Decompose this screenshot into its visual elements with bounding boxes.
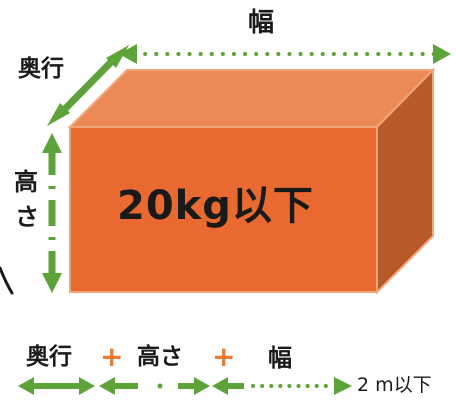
box-front-face [69,126,378,293]
curve-pointer-line [0,266,14,295]
formula-plus-2: + [212,340,236,373]
formula-limit-label: 2 m以下 [357,374,432,396]
height-arrow [42,133,62,293]
depth-arrow [47,45,129,126]
box-top-face [67,69,436,128]
formula-width-label: 幅 [268,344,292,372]
formula-depth-label: 奥行 [26,344,72,370]
height-label-top: 高 [14,168,38,196]
formula-depth-arrow [18,377,95,395]
depth-label: 奥行 [18,56,64,82]
formula-width-arrow [212,377,352,395]
height-label-bottom: さ [15,203,39,231]
formula-height-arrow [99,377,210,395]
width-arrow [119,44,451,64]
formula-plus-1: + [100,340,124,373]
weight-label: 20kg以下 [117,183,314,229]
parcel-box [67,67,436,295]
width-label: 幅 [248,8,275,38]
formula-height-label: 高さ [137,344,183,370]
